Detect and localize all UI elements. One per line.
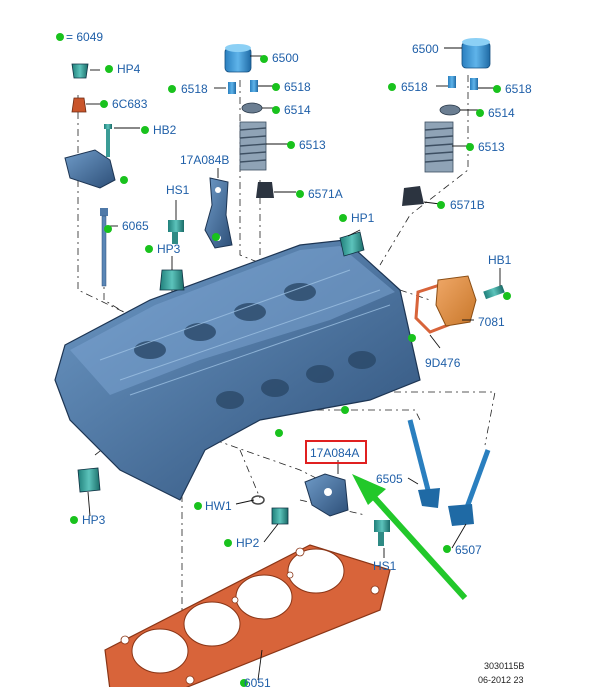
label-6518-left-right: 6518 <box>284 80 311 94</box>
keepers-6518-right <box>448 76 478 90</box>
cylinder-head <box>54 239 421 501</box>
head-gasket <box>104 544 391 687</box>
valve-6505 <box>407 419 440 508</box>
label-6513-left: 6513 <box>299 138 326 152</box>
plug-hp3-bottom <box>77 467 101 493</box>
screw-hs1-top <box>168 220 184 244</box>
label-6514-left: 6514 <box>284 103 311 117</box>
spring-6513-right <box>424 121 454 173</box>
label-6571a: 6571A <box>308 187 343 201</box>
highlight-arrow <box>352 474 468 601</box>
label-6051: 6051 <box>244 676 271 687</box>
bolt-hb1 <box>483 284 505 300</box>
label-hp3-top: HP3 <box>157 242 181 256</box>
retainer-6514-left <box>241 102 263 114</box>
seal-6571a <box>256 182 274 198</box>
bolt-hb2 <box>104 124 112 157</box>
label-hs1-bottom: HS1 <box>373 559 397 573</box>
bracket <box>64 149 116 189</box>
label-hp3-bottom: HP3 <box>82 513 106 527</box>
screw-hs1-bottom <box>374 520 390 546</box>
label-hb1: HB1 <box>488 253 512 267</box>
label-hp1: HP1 <box>351 211 375 225</box>
plug-hp3-top <box>159 269 185 291</box>
legend-label: = 6049 <box>66 30 103 44</box>
sensor-hp1 <box>339 231 365 257</box>
spring-6513-left <box>239 121 267 171</box>
gasket-9d476 <box>414 283 450 334</box>
tappet-6500-left <box>224 44 252 73</box>
label-6505: 6505 <box>376 472 403 486</box>
cover-7081 <box>435 275 477 327</box>
label-6507: 6507 <box>455 543 482 557</box>
label-6518-right-right: 6518 <box>505 82 532 96</box>
green-dot-markers <box>56 33 511 687</box>
label-6500-left: 6500 <box>272 51 299 65</box>
label-6518-right-left: 6518 <box>401 80 428 94</box>
label-hs1-top: HS1 <box>166 183 190 197</box>
label-6514-right: 6514 <box>488 106 515 120</box>
date-code: 06-2012 23 <box>478 675 524 685</box>
highlight-box <box>305 440 367 464</box>
drawing-number: 3030115B <box>484 661 524 671</box>
label-6513-right: 6513 <box>478 140 505 154</box>
label-9d476: 9D476 <box>425 356 461 370</box>
label-hw1: HW1 <box>205 499 232 513</box>
retainer-6514-right <box>439 104 461 116</box>
label-6571b: 6571B <box>450 198 485 212</box>
label-hp4: HP4 <box>117 62 141 76</box>
keepers-6518-left <box>228 80 258 94</box>
plug-hp2 <box>271 507 289 525</box>
seal-6571b <box>402 186 424 206</box>
label-6c683: 6C683 <box>112 97 148 111</box>
bolt-6065 <box>100 208 108 287</box>
label-17a084b: 17A084B <box>180 153 229 167</box>
label-6500-right: 6500 <box>412 42 439 56</box>
label-6518-left-left: 6518 <box>181 82 208 96</box>
part-labels: = 6049 HP4 6C683 HB2 17A084B HS1 6065 HP… <box>66 30 532 687</box>
bracket-17a084a <box>304 473 349 517</box>
plug-6c683 <box>71 97 87 113</box>
label-hp2: HP2 <box>236 536 260 550</box>
label-hb2: HB2 <box>153 123 177 137</box>
cap-hp4 <box>71 63 89 79</box>
valve-6507 <box>448 449 491 526</box>
label-6065: 6065 <box>122 219 149 233</box>
label-17a084a: 17A084A <box>310 446 359 460</box>
tappet-6500-right <box>461 38 491 69</box>
label-7081: 7081 <box>478 315 505 329</box>
